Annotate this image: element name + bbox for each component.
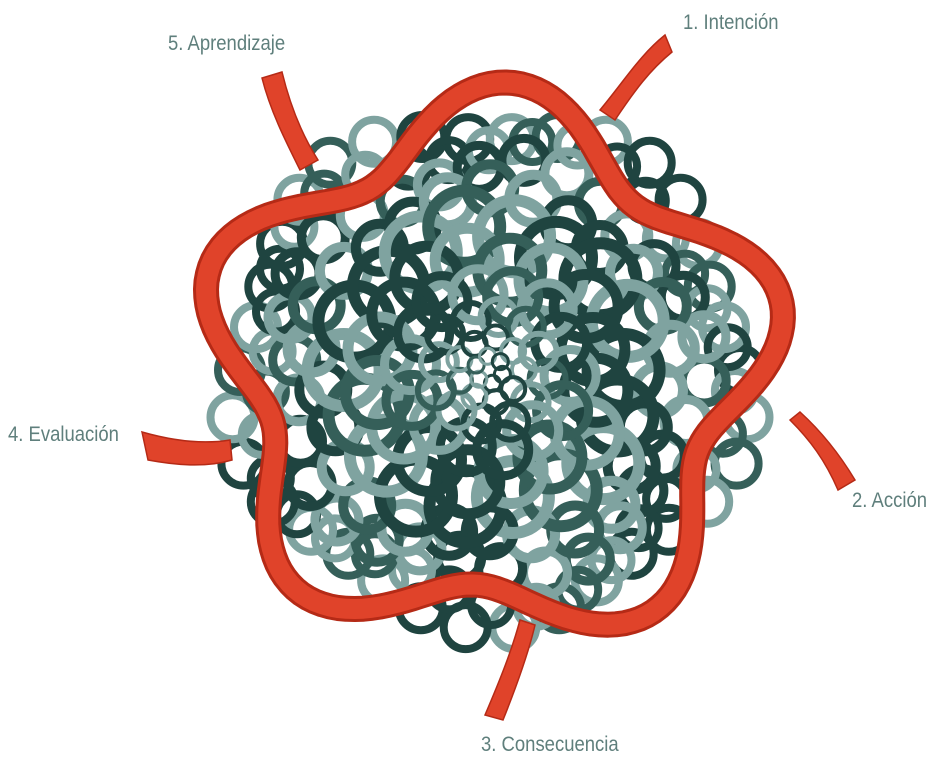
step-3-label: 3. Consecuencia <box>481 733 619 757</box>
ribbon-tail <box>790 412 855 490</box>
step-2-label: 2. Acción <box>852 489 927 513</box>
step-5-label: 5. Aprendizaje <box>168 32 285 56</box>
step-1-label: 1. Intención <box>683 11 779 35</box>
ribbon-tail <box>600 35 672 120</box>
ribbon-tail <box>262 72 318 170</box>
step-4-label: 4. Evaluación <box>8 423 119 447</box>
